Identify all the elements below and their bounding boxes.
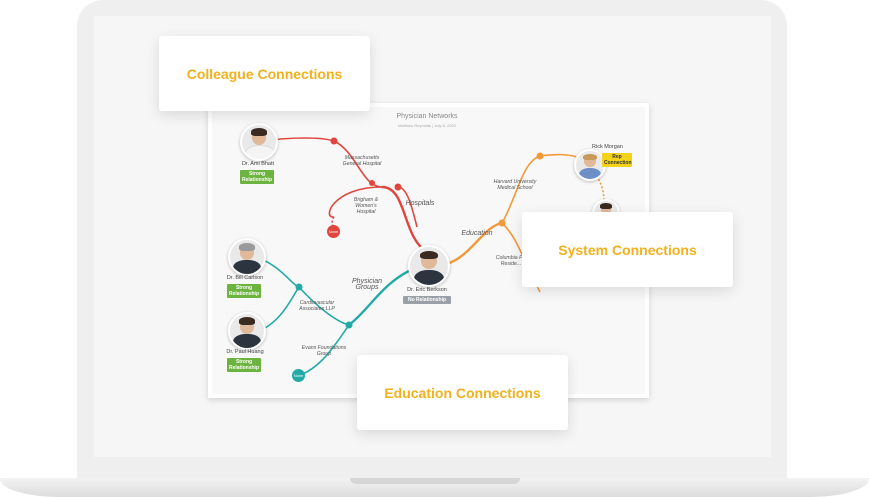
node-dot[interactable] bbox=[295, 283, 303, 291]
branch-label-hospitals: Hospitals bbox=[405, 200, 435, 207]
node-label-cardiovascular: Cardiovascular Associates LLP bbox=[299, 300, 335, 312]
branch-label-education: Education bbox=[461, 230, 493, 237]
branch-label-physician-groups: Physician Groups bbox=[352, 278, 382, 291]
avatar-ami-bhatt[interactable] bbox=[240, 123, 278, 161]
relationship-badge: Strong Relationship bbox=[227, 284, 261, 298]
node-label-harvard: Harvard University Medical School bbox=[493, 179, 537, 191]
person-name: Dr. Bill Carlson bbox=[226, 275, 264, 281]
avatar-eric-berkson[interactable] bbox=[408, 245, 450, 287]
map-subtitle: Matthew Reynolds | July 8, 2020 bbox=[398, 123, 456, 128]
rep-connection-badge: Rep Connection bbox=[602, 153, 632, 167]
card-title: Education Connections bbox=[384, 384, 541, 401]
node-dot[interactable] bbox=[330, 137, 338, 145]
node-dot[interactable] bbox=[498, 219, 506, 227]
colleague-connections-card: Colleague Connections bbox=[159, 36, 370, 111]
education-connections-card: Education Connections bbox=[357, 355, 568, 430]
center-relationship-badge: No Relationship bbox=[403, 296, 451, 304]
laptop-notch bbox=[350, 478, 520, 484]
laptop-base bbox=[0, 478, 869, 497]
node-dot[interactable] bbox=[369, 180, 375, 186]
avatar-paul-huang[interactable] bbox=[228, 312, 266, 350]
node-label-brigham: Brigham & Women's Hospital bbox=[353, 197, 379, 215]
node-dot[interactable] bbox=[536, 152, 544, 160]
card-title: System Connections bbox=[558, 241, 697, 258]
relationship-badge: Strong Relationship bbox=[227, 358, 261, 372]
none-marker[interactable]: None bbox=[327, 225, 340, 238]
relationship-badge: Strong Relationship bbox=[240, 170, 274, 184]
avatar-bill-carlson[interactable] bbox=[228, 238, 266, 276]
system-connections-card: System Connections bbox=[522, 212, 733, 287]
person-name: Rick Morgan bbox=[592, 144, 623, 150]
center-person-name: Dr. Eric Berkson bbox=[407, 287, 447, 293]
node-label-evans: Evans Foundations Group bbox=[301, 345, 347, 357]
person-name: Dr. Paul Huang bbox=[226, 349, 264, 355]
node-label-mass-general: Massachusetts General Hospital bbox=[342, 155, 382, 167]
person-name: Dr. Ami Bhatt bbox=[241, 161, 275, 167]
node-label-columbia: Columbia P... Reside... bbox=[495, 255, 527, 267]
map-title: Physician Networks bbox=[396, 113, 458, 120]
card-title: Colleague Connections bbox=[186, 65, 343, 82]
node-dot[interactable] bbox=[345, 321, 353, 329]
avatar-rick-morgan[interactable] bbox=[574, 149, 606, 181]
none-marker[interactable]: None bbox=[292, 369, 305, 382]
node-dot[interactable] bbox=[394, 183, 402, 191]
